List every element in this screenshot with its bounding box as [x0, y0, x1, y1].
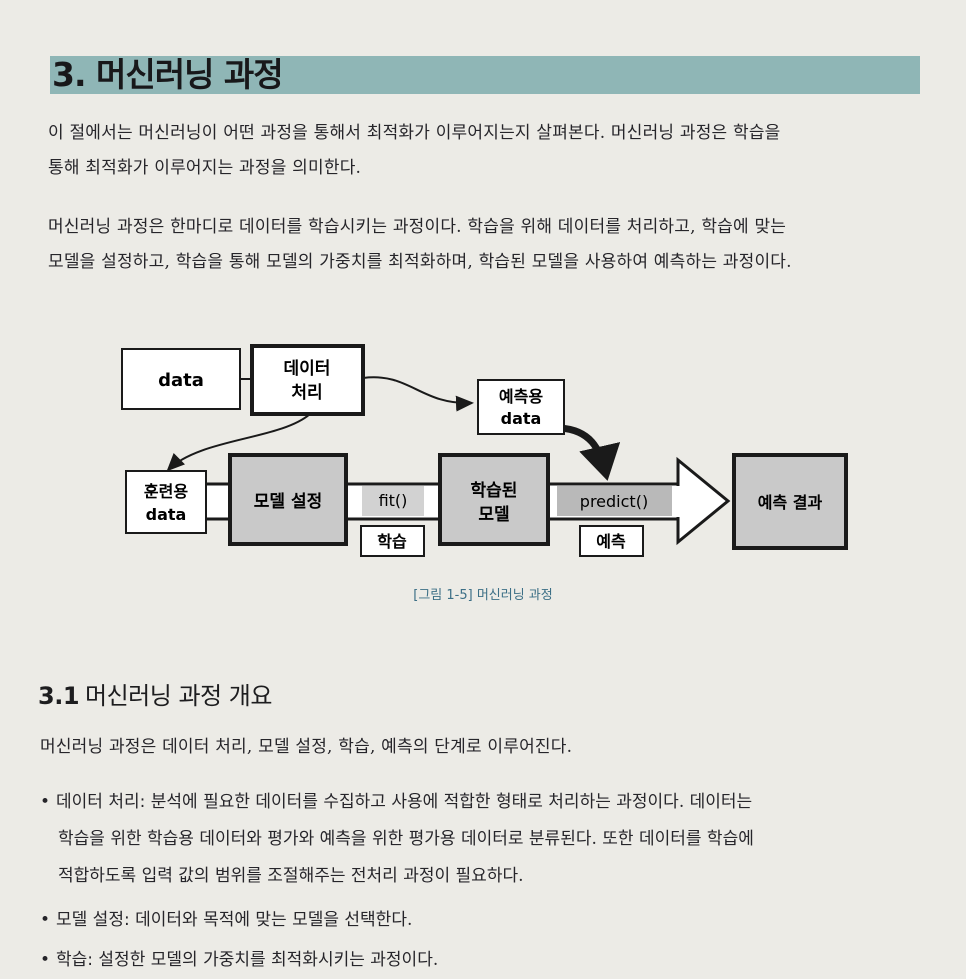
predict-data-arrow	[559, 424, 621, 481]
data-label: data	[158, 370, 204, 391]
intro-line: 이 절에서는 머신러닝이 어떤 과정을 통해서 최적화가 이루어지는지 살펴본다…	[48, 123, 781, 143]
section-title: 3. 머신러닝 과정	[52, 55, 284, 94]
train-data-box: 훈련용 data	[125, 470, 207, 534]
bullet-dot: •	[40, 792, 51, 812]
predict-tag: 예측	[596, 532, 626, 551]
trained-model-label-1: 학습된	[471, 481, 518, 501]
processing-to-train-arrow	[166, 413, 311, 472]
bullet-label: 학습:	[56, 950, 94, 970]
bullet-text: 분석에 필요한 데이터를 수집하고 사용에 적합한 형태로 처리하는 과정이다.…	[145, 792, 753, 812]
fit-label: fit()	[379, 491, 408, 510]
subsection-number: 3.1	[38, 682, 80, 710]
intro-paragraph-1: 이 절에서는 머신러닝이 어떤 과정을 통해서 최적화가 이루어지는지 살펴본다…	[48, 116, 928, 186]
predict-label: predict()	[580, 492, 648, 511]
predict-data-label-1: 예측용	[499, 387, 543, 406]
predict-data-box: 예측용 data	[477, 379, 565, 435]
bullet-text: 학습을 위한 학습용 데이터와 평가와 예측을 위한 평가용 데이터로 분류된다…	[58, 829, 754, 849]
bullet-label: 데이터 처리:	[56, 792, 146, 812]
processing-box: 데이터 처리	[250, 344, 365, 416]
intro-line: 통해 최적화가 이루어지는 과정을 의미한다.	[48, 158, 362, 178]
processing-label-1: 데이터	[284, 359, 331, 379]
data-box: data	[121, 348, 241, 410]
learn-tag: 학습	[377, 532, 407, 551]
bullet-text: 데이터와 목적에 맞는 모델을 선택한다.	[129, 910, 413, 930]
trained-model-label-2: 모델	[478, 504, 509, 525]
result-box: 예측 결과	[732, 453, 848, 550]
subsection-title: 머신러닝 과정 개요	[85, 682, 272, 710]
trained-model-box: 학습된 모델	[438, 453, 550, 546]
model-setup-box: 모델 설정	[228, 453, 348, 546]
train-data-label-1: 훈련용	[144, 482, 188, 501]
fit-step: fit() 학습	[360, 486, 425, 557]
section-title-bar	[50, 56, 920, 94]
bullet-data-processing: •데이터 처리: 분석에 필요한 데이터를 수집하고 사용에 적합한 형태로 처…	[40, 784, 930, 895]
train-data-label-2: data	[146, 505, 187, 524]
bullet-text: 설정한 모델의 가중치를 최적화시키는 과정이다.	[93, 950, 439, 970]
bullet-learning: •학습: 설정한 모델의 가중치를 최적화시키는 과정이다.	[40, 942, 930, 979]
overview-paragraph: 머신러닝 과정은 데이터 처리, 모델 설정, 학습, 예측의 단계로 이루어진…	[40, 737, 573, 757]
bullet-label: 모델 설정:	[56, 910, 130, 930]
bullet-model-setup: •모델 설정: 데이터와 목적에 맞는 모델을 선택한다.	[40, 902, 930, 939]
bullet-dot: •	[40, 910, 51, 930]
bullet-text: 적합하도록 입력 값의 범위를 조절해주는 전처리 과정이 필요하다.	[58, 866, 524, 886]
processing-label-2: 처리	[291, 383, 322, 403]
processing-to-predict-arrow	[362, 376, 474, 412]
intro-paragraph-2: 머신러닝 과정은 한마디로 데이터를 학습시키는 과정이다. 학습을 위해 데이…	[48, 210, 928, 280]
model-setup-label: 모델 설정	[254, 491, 322, 512]
bullet-dot: •	[40, 950, 51, 970]
intro-line: 머신러닝 과정은 한마디로 데이터를 학습시키는 과정이다. 학습을 위해 데이…	[48, 217, 787, 237]
figure-caption: [그림 1-5] 머신러닝 과정	[413, 588, 553, 603]
predict-data-label-2: data	[501, 409, 542, 428]
intro-line: 모델을 설정하고, 학습을 통해 모델의 가중치를 최적화하며, 학습된 모델을…	[48, 252, 792, 272]
predict-step: predict() 예측	[557, 486, 672, 557]
result-label: 예측 결과	[758, 493, 823, 512]
